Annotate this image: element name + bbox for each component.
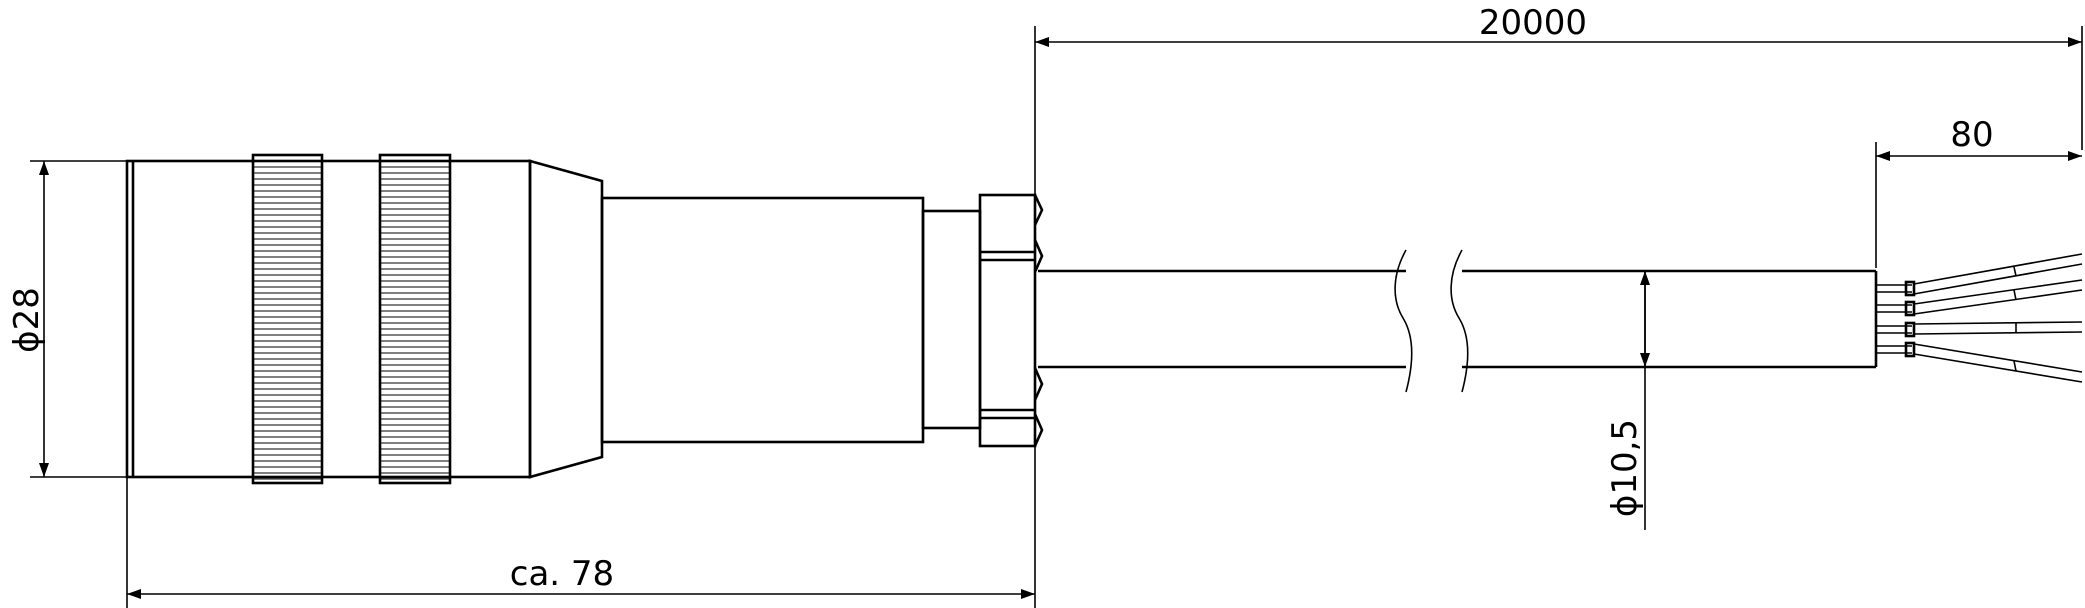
connector-neck xyxy=(921,209,982,430)
dimension-length-78: ca. 78 xyxy=(126,477,1035,608)
cable xyxy=(1038,249,1878,393)
cable-break-right xyxy=(1450,249,1469,393)
diameter-10-5-label: ϕ10,5 xyxy=(1605,419,1645,517)
stripped-wires xyxy=(1876,253,2083,383)
length-20000-label: 20000 xyxy=(1479,3,1587,43)
dimension-strip-80: 80 xyxy=(1875,115,2082,268)
length-78-label: ca. 78 xyxy=(510,554,614,594)
strain-relief xyxy=(600,196,925,444)
cable-break-left xyxy=(1394,249,1413,393)
hex-nut xyxy=(978,193,1044,448)
connector-taper xyxy=(528,159,604,479)
dimension-diameter-10-5: ϕ10,5 xyxy=(1605,271,1650,530)
dimension-length-20000: 20000 xyxy=(1034,3,2083,608)
dimension-diameter-28: ϕ28 xyxy=(7,160,127,478)
strip-80-label: 80 xyxy=(1950,115,1993,155)
knurled-ring-1 xyxy=(251,153,324,485)
connector-body xyxy=(125,153,1044,485)
knurled-ring-2 xyxy=(378,153,452,485)
connector-sleeve xyxy=(125,159,532,479)
diameter-28-label: ϕ28 xyxy=(7,287,47,353)
